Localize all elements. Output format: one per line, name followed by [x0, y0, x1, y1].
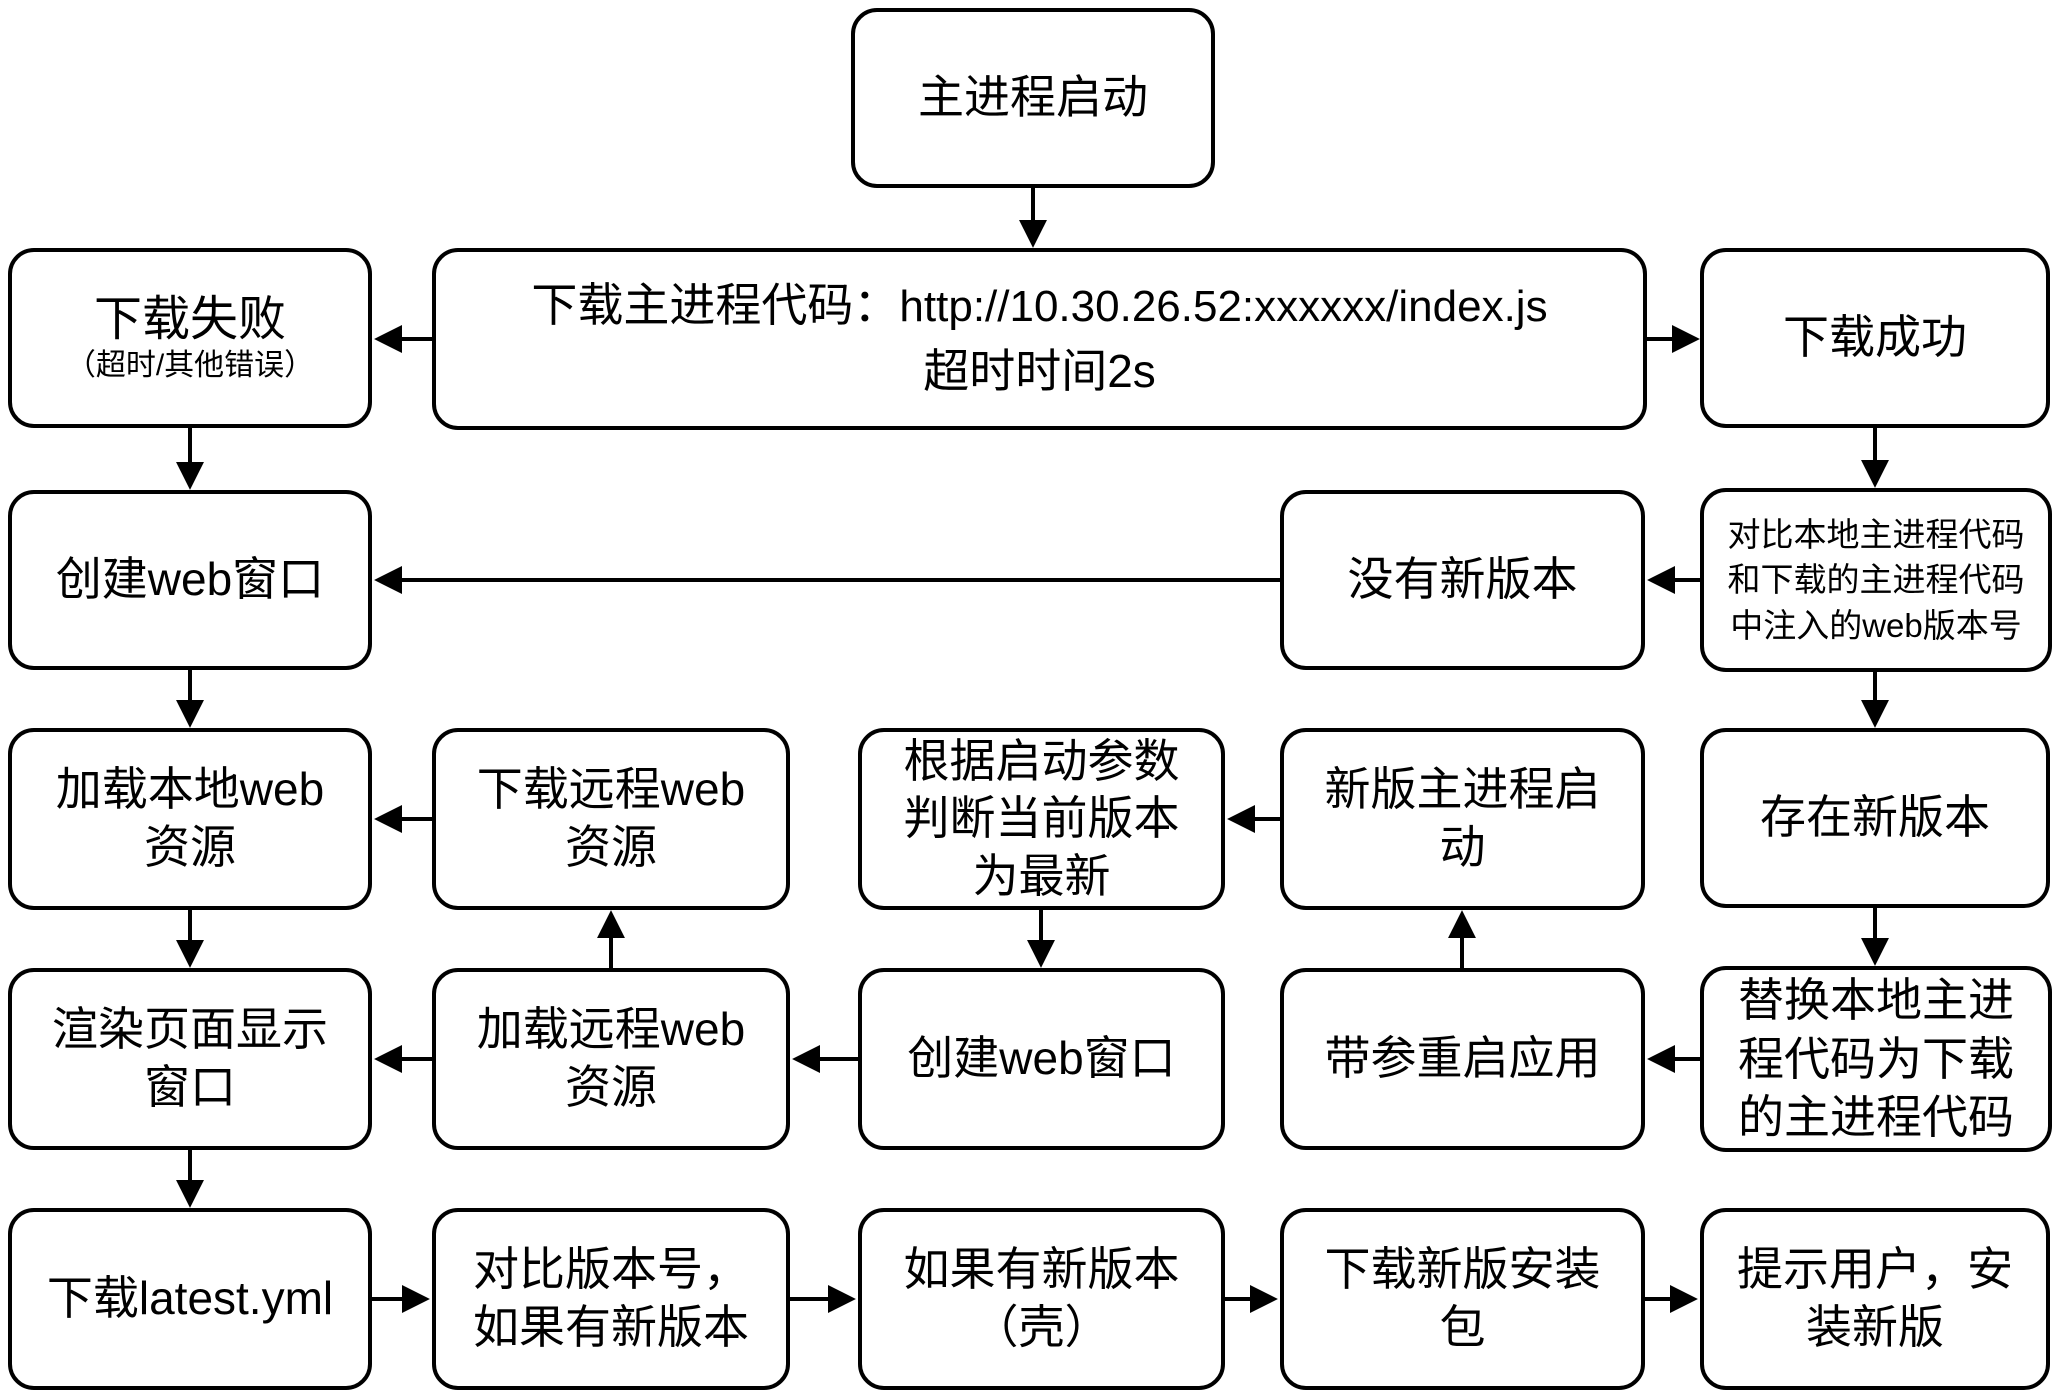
node-render-page-window: 渲染页面显示 窗口 — [8, 968, 372, 1150]
node-create-web-window-2: 创建web窗口 — [858, 968, 1225, 1150]
node-compare-web-version-label: 对比本地主进程代码 和下载的主进程代码 中注入的web版本号 — [1727, 515, 2025, 644]
node-has-new-version-label: 存在新版本 — [1760, 791, 1990, 844]
node-download-main-code: 下载主进程代码：http://10.30.26.52:xxxxxx/index.… — [432, 248, 1647, 430]
node-download-fail-label: 下载失败 — [93, 293, 286, 347]
node-load-remote-web-label: 加载远程web 资源 — [476, 1003, 746, 1113]
node-download-fail-sublabel: （超时/其他错误） — [65, 348, 315, 382]
node-judge-current-latest: 根据启动参数 判断当前版本 为最新 — [858, 728, 1225, 910]
node-main-process-start: 主进程启动 — [851, 8, 1215, 188]
node-prompt-install-label: 提示用户，安 装新版 — [1737, 1243, 2013, 1353]
node-download-success-label: 下载成功 — [1783, 311, 1967, 364]
node-replace-local-code: 替换本地主进 程代码为下载 的主进程代码 — [1700, 966, 2052, 1152]
node-has-new-version: 存在新版本 — [1700, 728, 2050, 908]
node-download-latest-yml-label: 下载latest.yml — [46, 1272, 334, 1325]
node-compare-version-num: 对比版本号， 如果有新版本 — [432, 1208, 790, 1390]
node-restart-with-args: 带参重启应用 — [1280, 968, 1645, 1150]
node-new-shell-version: 如果有新版本 （壳） — [858, 1208, 1225, 1390]
node-replace-local-code-label: 替换本地主进 程代码为下载 的主进程代码 — [1738, 973, 2014, 1144]
node-load-local-web: 加载本地web 资源 — [8, 728, 372, 910]
node-download-main-code-label: 下载主进程代码： — [531, 279, 900, 332]
node-download-installer: 下载新版安装 包 — [1280, 1208, 1645, 1390]
node-judge-current-latest-label: 根据启动参数 判断当前版本 为最新 — [903, 735, 1180, 902]
node-main-process-start-label: 主进程启动 — [918, 71, 1148, 124]
node-download-main-code-timeout: 超时时间2s — [923, 345, 1156, 397]
node-prompt-install: 提示用户，安 装新版 — [1700, 1208, 2050, 1390]
node-download-remote-web: 下载远程web 资源 — [432, 728, 790, 910]
node-compare-web-version: 对比本地主进程代码 和下载的主进程代码 中注入的web版本号 — [1700, 488, 2052, 672]
node-new-main-process-start-label: 新版主进程启 动 — [1324, 763, 1601, 873]
node-no-new-version: 没有新版本 — [1280, 490, 1645, 670]
node-download-installer-label: 下载新版安装 包 — [1324, 1243, 1601, 1353]
node-create-web-window-1-label: 创建web窗口 — [55, 553, 325, 606]
node-load-remote-web: 加载远程web 资源 — [432, 968, 790, 1150]
node-create-web-window-1: 创建web窗口 — [8, 490, 372, 670]
node-create-web-window-2-label: 创建web窗口 — [907, 1032, 1176, 1085]
node-new-shell-version-label: 如果有新版本 （壳） — [903, 1243, 1180, 1353]
node-restart-with-args-label: 带参重启应用 — [1324, 1032, 1601, 1085]
node-download-main-code-url: http://10.30.26.52:xxxxxx/index.js — [899, 282, 1548, 332]
node-download-success: 下载成功 — [1700, 248, 2050, 428]
node-download-latest-yml: 下载latest.yml — [8, 1208, 372, 1390]
node-download-fail: 下载失败 （超时/其他错误） — [8, 248, 372, 428]
node-load-local-web-label: 加载本地web 资源 — [55, 763, 325, 873]
node-no-new-version-label: 没有新版本 — [1347, 553, 1578, 606]
node-download-remote-web-label: 下载远程web 资源 — [476, 763, 746, 873]
node-render-page-window-label: 渲染页面显示 窗口 — [52, 1003, 328, 1113]
node-new-main-process-start: 新版主进程启 动 — [1280, 728, 1645, 910]
node-compare-version-num-label: 对比版本号， 如果有新版本 — [473, 1243, 749, 1353]
